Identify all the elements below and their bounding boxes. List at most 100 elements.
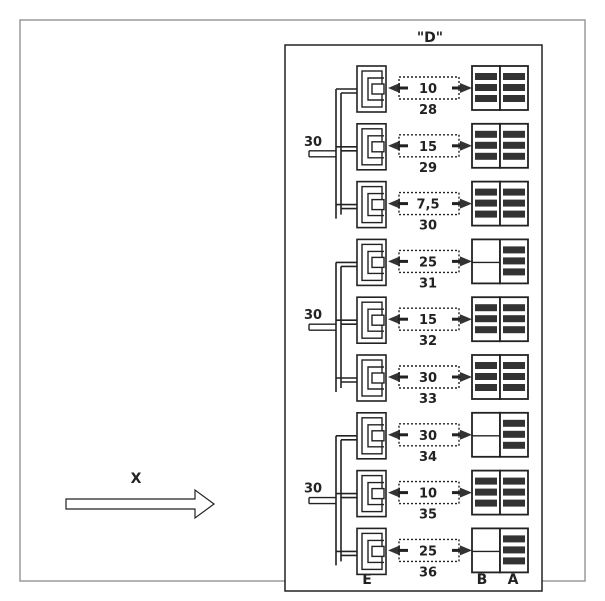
circuit-value: 10	[419, 487, 437, 502]
circuit-row: 7,530	[356, 180, 529, 234]
e-block-inner	[367, 135, 384, 159]
dotted-connector	[398, 307, 460, 331]
a-cell-bar	[503, 210, 525, 218]
b-cell-bar	[475, 141, 497, 149]
left-arrowhead	[388, 314, 400, 325]
b-cell	[471, 527, 501, 574]
a-cell-bar	[503, 419, 525, 427]
feeder-groups: 30 30 30	[304, 88, 358, 566]
e-block-inner	[367, 192, 384, 217]
circuit-number: 36	[419, 565, 437, 580]
e-block-inner	[367, 481, 384, 506]
left-arrowhead	[388, 429, 400, 440]
b-cell-bar	[475, 304, 497, 312]
circuit-number: 35	[419, 508, 437, 523]
circuit-value: 25	[419, 544, 437, 559]
dotted-connector	[398, 480, 460, 505]
column-label-a: A	[508, 572, 519, 588]
e-block-core	[371, 372, 385, 384]
b-cell-bar	[475, 152, 497, 160]
e-block-core	[371, 430, 385, 442]
a-cell-bar	[503, 73, 525, 80]
a-cell-bar	[503, 477, 525, 485]
left-arrowhead	[388, 545, 400, 556]
a-cell-bar	[503, 326, 525, 334]
a-cell-bar	[503, 152, 525, 160]
circuit-number: 31	[419, 276, 437, 291]
a-cell-bar	[503, 141, 525, 149]
e-block-inner	[367, 424, 384, 448]
b-cell-bar	[475, 199, 497, 207]
a-cell-bar	[503, 557, 525, 565]
a-cell-bar	[503, 546, 525, 554]
right-arrowhead	[460, 83, 472, 93]
left-arrowhead	[388, 256, 400, 267]
a-cell-bar	[503, 315, 525, 323]
panel-label: "D"	[417, 30, 443, 46]
b-cell-bar	[475, 95, 497, 102]
b-cell	[471, 238, 501, 285]
e-block-inner	[367, 539, 384, 564]
e-block-core	[371, 198, 385, 211]
b-cell-bar	[475, 315, 497, 323]
b-cell-bar	[475, 499, 497, 507]
arrow-shape	[65, 488, 216, 520]
feeder-label: 30	[304, 482, 322, 497]
right-arrowhead	[460, 545, 472, 556]
a-cell-bar	[503, 199, 525, 207]
circuit-value: 15	[419, 140, 437, 155]
left-arrowhead	[388, 372, 400, 382]
a-cell-bar	[503, 384, 525, 391]
circuit-value: 30	[419, 371, 437, 386]
a-cell-bar	[503, 130, 525, 138]
feeder-label: 30	[304, 308, 322, 323]
e-block-core	[371, 83, 385, 95]
feeder-group: 30	[304, 88, 358, 219]
circuit-value: 30	[419, 429, 437, 444]
a-cell-bar	[503, 246, 525, 254]
dotted-connector	[398, 423, 460, 447]
dotted-connector	[398, 191, 460, 216]
circuit-value: 25	[419, 255, 437, 270]
a-cell-bar	[503, 441, 525, 449]
column-label-e: E	[362, 572, 372, 588]
column-label-b: B	[477, 572, 488, 588]
e-block-inner	[367, 77, 384, 101]
circuit-number: 34	[419, 450, 437, 465]
b-cell-bar	[475, 326, 497, 334]
e-block-core	[371, 314, 385, 326]
e-block-core	[371, 487, 385, 500]
a-cell-bar	[503, 188, 525, 196]
a-cell-bar	[503, 499, 525, 507]
dotted-connector	[398, 134, 460, 158]
right-arrowhead	[460, 198, 472, 209]
a-cell-bar	[503, 488, 525, 496]
b-cell-bar	[475, 373, 497, 380]
direction-arrow: X	[65, 471, 216, 520]
dotted-connector	[398, 538, 460, 563]
circuit-number: 30	[419, 219, 437, 234]
arrow-label: X	[131, 471, 142, 487]
a-cell-bar	[503, 84, 525, 91]
left-arrowhead	[388, 198, 400, 209]
b-cell-bar	[475, 488, 497, 496]
e-block-core	[371, 545, 385, 558]
circuit-number: 32	[419, 334, 437, 349]
left-arrowhead	[388, 140, 400, 151]
right-arrowhead	[460, 429, 472, 440]
feeder-label: 30	[304, 135, 322, 150]
b-cell-bar	[475, 384, 497, 391]
a-cell-bar	[503, 373, 525, 380]
e-block-inner	[367, 308, 384, 332]
a-cell-bar	[503, 535, 525, 543]
b-cell-bar	[475, 84, 497, 91]
a-cell-bar	[503, 304, 525, 312]
e-block-inner	[367, 366, 384, 390]
